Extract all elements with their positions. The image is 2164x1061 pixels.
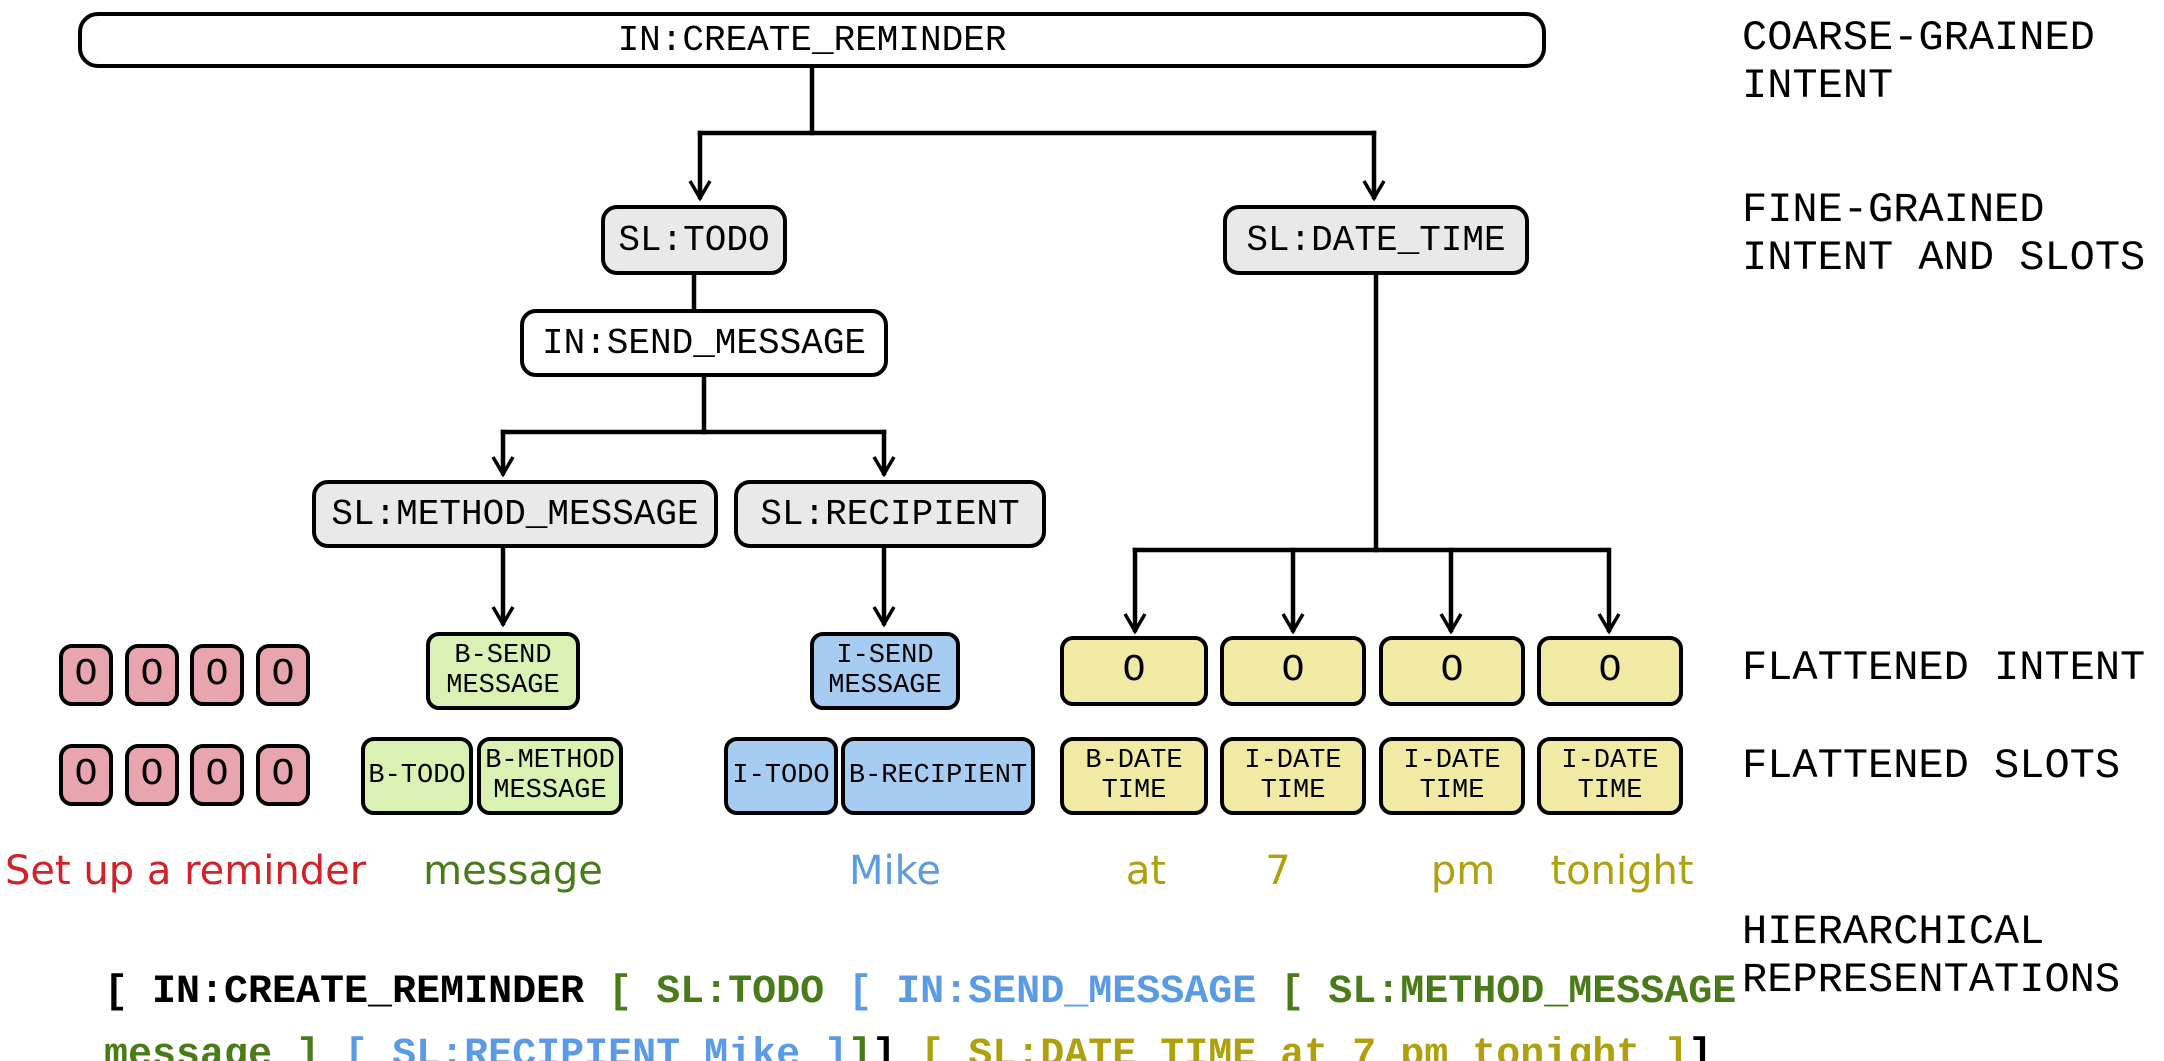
slot-token-o-1: O	[59, 744, 113, 806]
utterance-tonight: tonight	[1550, 848, 1694, 894]
hier-seg-sl-method-message: [ SL:METHOD_MESSAGE	[1280, 970, 1737, 1015]
node-sl-method-message: SL:METHOD_MESSAGE	[312, 480, 718, 548]
slot-token-o-2: O	[125, 744, 179, 806]
node-sl-todo: SL:TODO	[601, 205, 787, 275]
label-flattened-slots: FLATTENED SLOTS	[1742, 742, 2121, 790]
intent-token-o-1: O	[59, 644, 113, 706]
slot-token-b-date-time: B-DATE TIME	[1060, 737, 1208, 815]
node-in-send-message: IN:SEND_MESSAGE	[520, 309, 888, 377]
utterance-pm: pm	[1430, 848, 1496, 894]
intent-token-o-5: O	[1060, 636, 1208, 706]
hierarchical-representation-line1: [ IN:CREATE_REMINDER [ SL:TODO [ IN:SEND…	[8, 925, 1736, 1060]
utterance-mike: Mike	[849, 848, 941, 894]
slot-token-i-date-time-3: I-DATE TIME	[1537, 737, 1683, 815]
slot-token-b-recipient: B-RECIPIENT	[841, 737, 1035, 815]
intent-token-b-send-message: B-SEND MESSAGE	[426, 632, 580, 710]
label-coarse-grained-intent: COARSE-GRAINED INTENT	[1742, 14, 2095, 111]
intent-token-i-send-message: I-SEND MESSAGE	[810, 632, 960, 710]
node-sl-date-time: SL:DATE_TIME	[1223, 205, 1529, 275]
utterance-set-up-a-reminder: Set up a reminder	[5, 848, 367, 894]
label-flattened-intent: FLATTENED INTENT	[1742, 644, 2146, 692]
hierarchical-representation-line2: message ] [ SL:RECIPIENT Mike ]]] [ SL:D…	[8, 988, 1712, 1061]
utterance-message: message	[423, 848, 603, 894]
hier-seg-close-green: ]	[848, 1033, 873, 1061]
hier-seg-create-reminder: [ IN:CREATE_REMINDER	[104, 970, 609, 1015]
hier-seg-close-black: ]	[872, 1033, 921, 1061]
slot-token-o-3: O	[190, 744, 244, 806]
hier-seg-message-close: message ]	[104, 1033, 345, 1061]
slot-token-i-date-time-1: I-DATE TIME	[1220, 737, 1366, 815]
slot-token-i-date-time-2: I-DATE TIME	[1379, 737, 1525, 815]
intent-token-o-8: O	[1537, 636, 1683, 706]
intent-token-o-4: O	[256, 644, 310, 706]
intent-token-o-6: O	[1220, 636, 1366, 706]
slot-token-b-method-message: B-METHOD MESSAGE	[477, 737, 623, 815]
slot-token-i-todo: I-TODO	[724, 737, 838, 815]
intent-token-o-2: O	[125, 644, 179, 706]
slot-token-o-4: O	[256, 744, 310, 806]
utterance-7: 7	[1265, 848, 1291, 894]
slot-token-b-todo: B-TODO	[361, 737, 473, 815]
node-in-create-reminder: IN:CREATE_REMINDER	[78, 12, 1546, 68]
hier-seg-final-close: ]	[1688, 1033, 1713, 1061]
intent-token-o-3: O	[190, 644, 244, 706]
hier-seg-sl-date-time: [ SL:DATE_TIME at 7 pm tonight ]	[920, 1033, 1689, 1061]
hier-seg-sl-todo: [ SL:TODO	[608, 970, 849, 1015]
hier-seg-in-send-message: [ IN:SEND_MESSAGE	[848, 970, 1281, 1015]
hier-seg-sl-recipient-mike: [ SL:RECIPIENT Mike ]	[344, 1033, 849, 1061]
node-sl-recipient: SL:RECIPIENT	[734, 480, 1046, 548]
label-hierarchical-representations: HIERARCHICAL REPRESENTATIONS	[1742, 908, 2121, 1005]
utterance-at: at	[1125, 848, 1167, 894]
label-fine-grained-intent-and-slots: FINE-GRAINED INTENT AND SLOTS	[1742, 186, 2146, 283]
intent-token-o-7: O	[1379, 636, 1525, 706]
